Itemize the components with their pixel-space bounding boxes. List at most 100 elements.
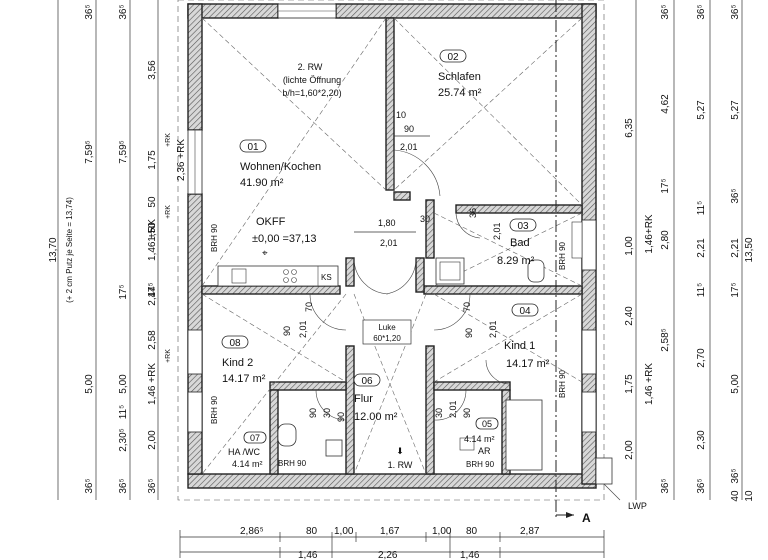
room-number: 05 <box>482 419 492 429</box>
room-name: Wohnen/Kochen <box>240 161 321 173</box>
room-number: 04 <box>519 306 531 317</box>
svg-text:30: 30 <box>322 408 332 418</box>
svg-text:2,00: 2,00 <box>147 430 158 450</box>
room-area: 41.90 m² <box>240 177 284 189</box>
svg-text:1. RW: 1. RW <box>388 460 413 470</box>
room-name: HA /WC <box>228 447 261 457</box>
room-number: 07 <box>250 433 260 443</box>
svg-text:1,46 +RK: 1,46 +RK <box>147 219 158 261</box>
room-number: 03 <box>517 221 529 232</box>
svg-text:BRH 90: BRH 90 <box>466 460 495 469</box>
svg-text:1,50: 1,50 <box>147 222 158 242</box>
svg-text:90: 90 <box>464 328 474 338</box>
svg-text:2,01: 2,01 <box>492 222 502 240</box>
svg-text:5,27: 5,27 <box>696 100 707 120</box>
front-door-note: ⬇ 1. RW <box>388 446 413 470</box>
plaster-outline <box>177 0 605 501</box>
svg-text:17⁵: 17⁵ <box>660 178 671 193</box>
svg-text:2,36 +RK: 2,36 +RK <box>176 139 187 181</box>
svg-text:36⁵: 36⁵ <box>84 478 95 493</box>
svg-text:7,59⁵: 7,59⁵ <box>84 140 95 164</box>
svg-text:2. RW: 2. RW <box>298 62 323 72</box>
svg-text:2,58: 2,58 <box>147 330 158 350</box>
svg-text:2,21: 2,21 <box>696 238 707 258</box>
svg-text:5,27: 5,27 <box>730 100 741 120</box>
svg-text:2,30: 2,30 <box>696 430 707 450</box>
svg-text:4,62: 4,62 <box>660 94 671 114</box>
room-04: 04 Kind 1 14.17 m² <box>504 303 550 370</box>
room-number: 06 <box>361 376 373 387</box>
svg-text:1,46: 1,46 <box>460 550 480 560</box>
svg-text:+RK: +RK <box>165 349 172 363</box>
room-name: Bad <box>510 237 530 249</box>
room-02: 02 Schlafen 25.74 m² <box>438 49 482 99</box>
okff-note: OKFF ±0,00 =37,13 ⌖ <box>252 216 316 259</box>
svg-text:30: 30 <box>434 408 444 418</box>
svg-text:36⁵: 36⁵ <box>730 188 741 203</box>
svg-text:Luke: Luke <box>378 323 396 332</box>
svg-text:11⁵: 11⁵ <box>696 201 707 216</box>
svg-text:5,00: 5,00 <box>118 374 129 394</box>
svg-text:50: 50 <box>147 196 158 208</box>
svg-text:60*1,20: 60*1,20 <box>373 334 401 343</box>
svg-text:2,01: 2,01 <box>298 320 308 338</box>
svg-text:2,70: 2,70 <box>696 348 707 368</box>
svg-text:90: 90 <box>404 124 414 134</box>
svg-text:BRH 90: BRH 90 <box>210 223 219 252</box>
svg-text:36⁵: 36⁵ <box>730 468 741 483</box>
svg-text:11⁵: 11⁵ <box>696 283 707 298</box>
windows <box>187 3 597 433</box>
room-number: 01 <box>247 142 259 153</box>
svg-text:36⁵: 36⁵ <box>730 4 741 19</box>
svg-text:BRH 90: BRH 90 <box>558 369 567 398</box>
room-name: Flur <box>354 393 373 405</box>
svg-text:7,59⁵: 7,59⁵ <box>118 140 129 164</box>
room-name: Kind 1 <box>504 340 535 352</box>
svg-text:BRH 90: BRH 90 <box>210 395 219 424</box>
svg-text:17⁵: 17⁵ <box>118 284 129 299</box>
kitchen-counter <box>217 265 339 287</box>
svg-text:1,67: 1,67 <box>380 526 400 537</box>
svg-text:2,21: 2,21 <box>730 238 741 258</box>
room-06: 06 Flur 12.00 m² <box>353 373 398 423</box>
room-area: 12.00 m² <box>354 411 398 423</box>
svg-text:2,87: 2,87 <box>520 526 540 537</box>
svg-text:80: 80 <box>466 526 478 537</box>
svg-text:1,00: 1,00 <box>624 236 635 256</box>
luke-note: Luke 60*1,20 <box>362 319 412 345</box>
svg-text:(lichte Öffnung: (lichte Öffnung <box>283 75 341 85</box>
bottom-dimensions: 2,86⁵ 80 1,00 1,67 1,00 80 2,87 1,46 2,2… <box>179 526 605 560</box>
svg-text:90: 90 <box>462 408 472 418</box>
svg-text:36⁵: 36⁵ <box>696 4 707 19</box>
sill-heights: BRH 90 BRH 90 BRH 90 BRH 90 BRH 90 BRH 9… <box>210 223 567 469</box>
svg-text:2,44: 2,44 <box>147 286 158 306</box>
svg-text:2,01: 2,01 <box>488 320 498 338</box>
left-dimensions: 36⁵ 7,59⁵ 13,70 5,00 36⁵ 36⁵ 7,59⁵ 17⁵ 5… <box>48 0 187 500</box>
svg-text:2,40: 2,40 <box>624 306 635 326</box>
roller-box-markers: +RK +RK +RK <box>165 133 172 363</box>
svg-text:36⁵: 36⁵ <box>147 478 158 493</box>
svg-text:10: 10 <box>396 110 406 120</box>
room-03: 03 Bad 8.29 m² <box>497 218 537 267</box>
room-name: Kind 2 <box>222 357 253 369</box>
section-label: A <box>582 511 591 525</box>
svg-text:2,30⁵: 2,30⁵ <box>118 428 129 452</box>
svg-text:+RK: +RK <box>165 205 172 219</box>
svg-text:70: 70 <box>462 302 472 312</box>
room-area: 4.14 m² <box>232 459 263 469</box>
room-area: 4.14 m² <box>464 434 495 444</box>
svg-text:+RK: +RK <box>165 133 172 147</box>
section-line <box>555 0 621 520</box>
svg-text:±0,00 =37,13: ±0,00 =37,13 <box>252 233 316 245</box>
room-area: 14.17 m² <box>222 373 266 385</box>
svg-text:3,56: 3,56 <box>147 60 158 80</box>
svg-text:2,58⁵: 2,58⁵ <box>660 328 671 352</box>
room-number: 02 <box>447 52 459 63</box>
room-area: 8.29 m² <box>497 255 535 267</box>
room-number: 08 <box>229 338 241 349</box>
svg-text:2,01: 2,01 <box>400 142 418 152</box>
right-dimensions: 36⁵ 4,62 17⁵ 2,80 2,40 1,75 2,00 36⁵ 36⁵… <box>624 0 755 502</box>
svg-text:2,26: 2,26 <box>378 550 398 560</box>
svg-text:11⁵: 11⁵ <box>118 405 129 420</box>
